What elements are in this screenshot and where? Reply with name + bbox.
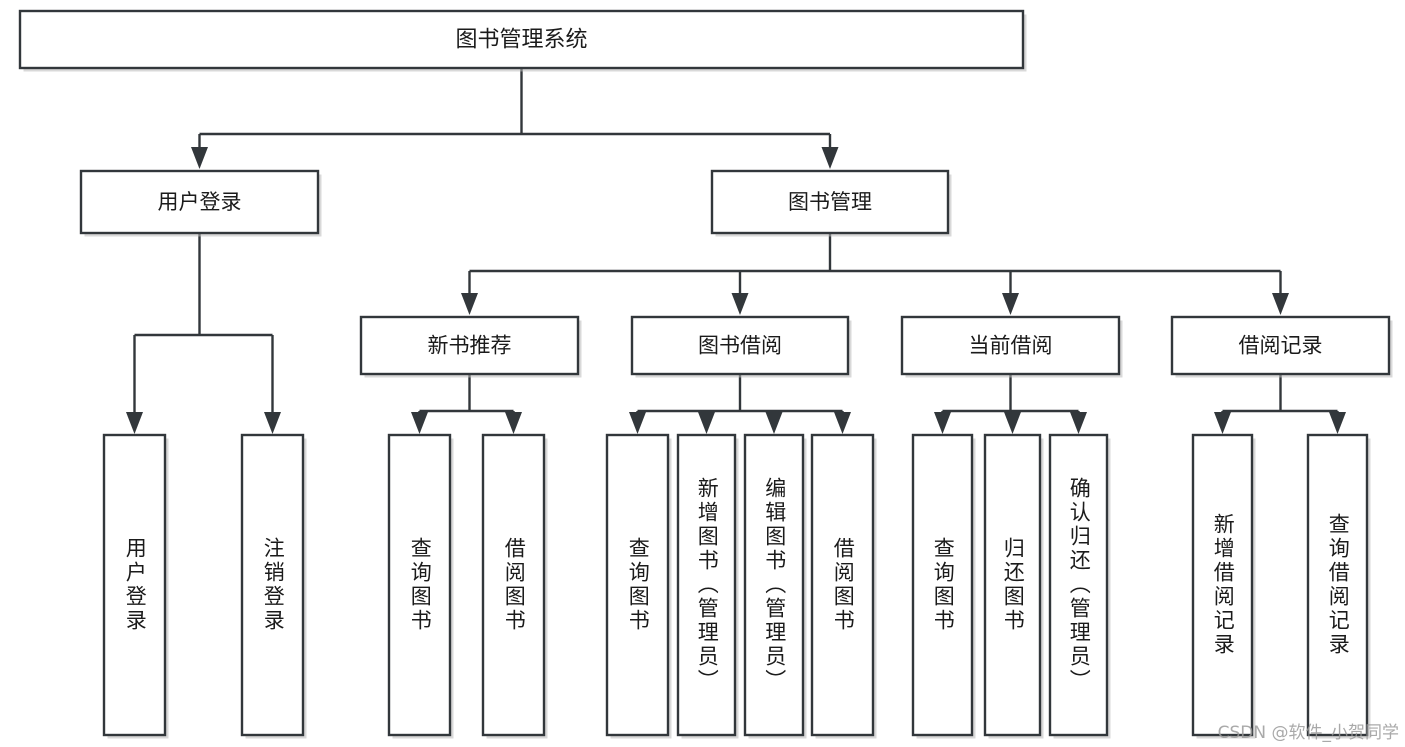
- root-to-book-manage-arrowhead: [821, 147, 839, 169]
- node-current-borrow-label: 当前借阅: [969, 334, 1053, 358]
- node-user-login-label: 用户登录: [158, 190, 242, 214]
- node-root[interactable]: [18, 9, 1025, 70]
- node-leaf-logout[interactable]: [240, 433, 305, 737]
- node-new-book-recommend[interactable]: [359, 315, 580, 376]
- node-leaf-borrow-book-2[interactable]: [810, 433, 875, 737]
- book-borrow-to-leaf-edit-book-arrowhead: [765, 412, 783, 434]
- connectors-layer: [126, 68, 1346, 434]
- boxes-layer: [18, 9, 1393, 739]
- node-borrow-record[interactable]: [1170, 315, 1391, 376]
- node-borrow-record-label: 借阅记录: [1239, 334, 1323, 358]
- borrow-record-to-leaf-add-record-arrowhead: [1214, 412, 1231, 434]
- node-book-manage[interactable]: [710, 169, 950, 235]
- book-manage-to-new-book-recommend-arrowhead: [461, 293, 478, 315]
- book-borrow-to-leaf-add-book-arrowhead: [698, 412, 715, 434]
- node-leaf-return-book[interactable]: [983, 433, 1042, 737]
- node-book-borrow-label: 图书借阅: [698, 334, 782, 358]
- watermark-text: CSDN @软件_小贺同学: [1217, 723, 1399, 743]
- node-book-manage-label: 图书管理: [788, 190, 872, 214]
- node-root-label: 图书管理系统: [455, 28, 587, 53]
- book-manage-to-current-borrow-arrowhead: [1002, 293, 1019, 315]
- user-login-to-leaf-user-login-arrowhead: [126, 412, 143, 434]
- new-book-recommend-to-leaf-query-book-1-arrowhead: [411, 412, 428, 434]
- current-borrow-to-leaf-confirm-return-arrowhead: [1070, 412, 1087, 434]
- node-leaf-query-record[interactable]: [1306, 433, 1369, 737]
- book-manage-to-book-borrow-arrowhead: [731, 293, 749, 315]
- root-to-user-login-arrowhead: [191, 147, 208, 169]
- node-current-borrow[interactable]: [900, 315, 1121, 376]
- node-leaf-query-book-1[interactable]: [387, 433, 452, 737]
- node-new-book-recommend-label: 新书推荐: [428, 334, 512, 358]
- node-leaf-edit-book[interactable]: [743, 433, 805, 737]
- book-borrow-to-leaf-borrow-book-2-arrowhead: [834, 412, 851, 434]
- node-leaf-add-book[interactable]: [676, 433, 737, 737]
- node-user-login[interactable]: [79, 169, 320, 235]
- book-borrow-to-leaf-query-book-2-arrowhead: [629, 412, 646, 434]
- user-login-to-leaf-logout-arrowhead: [264, 412, 281, 434]
- node-leaf-query-book-2[interactable]: [605, 433, 670, 737]
- new-book-recommend-to-leaf-borrow-book-1-arrowhead: [505, 412, 522, 434]
- borrow-record-to-leaf-query-record-arrowhead: [1329, 412, 1346, 434]
- node-book-borrow[interactable]: [630, 315, 850, 376]
- node-leaf-add-record[interactable]: [1191, 433, 1254, 737]
- current-borrow-to-leaf-return-book-arrowhead: [1004, 412, 1021, 434]
- current-borrow-to-leaf-query-book-3-arrowhead: [934, 412, 951, 434]
- node-leaf-borrow-book-1[interactable]: [481, 433, 546, 737]
- node-leaf-confirm-return[interactable]: [1048, 433, 1109, 737]
- node-leaf-query-book-3[interactable]: [911, 433, 974, 737]
- book-manage-to-borrow-record-arrowhead: [1272, 293, 1289, 315]
- node-leaf-user-login[interactable]: [102, 433, 167, 737]
